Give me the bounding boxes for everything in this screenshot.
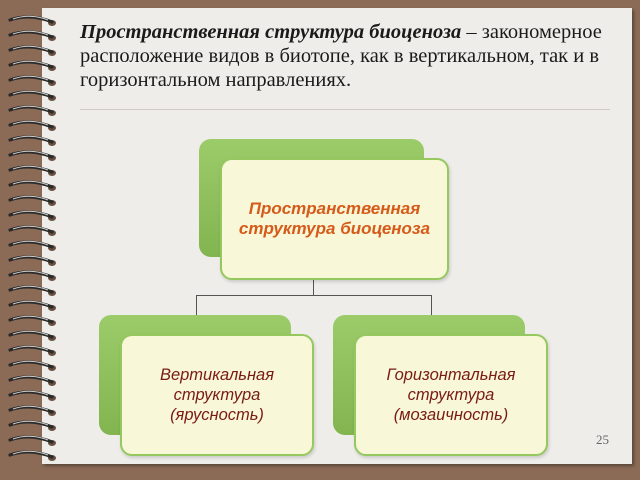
spiral-ring-highlight xyxy=(12,90,49,96)
spiral-ring-highlight xyxy=(12,360,49,366)
title-emphasis: Пространственная структура биоценоза xyxy=(80,21,462,43)
spiral-ring-highlight xyxy=(12,45,49,51)
spiral-ring-highlight xyxy=(12,105,49,111)
connector-root-down xyxy=(313,280,314,296)
notebook-spiral xyxy=(8,15,56,461)
connector-left-down xyxy=(196,295,197,315)
spiral-ring-highlight xyxy=(12,225,49,231)
spiral-ring-highlight xyxy=(12,75,49,81)
spiral-ring-highlight xyxy=(12,15,49,21)
spiral-ring-highlight xyxy=(12,150,49,156)
spiral-ring-highlight xyxy=(12,120,49,126)
root-node-label: Пространственная структура биоценоза xyxy=(238,199,431,238)
spiral-ring-highlight xyxy=(12,405,49,411)
slide-title: Пространственная структура биоценоза – з… xyxy=(80,20,620,92)
title-divider xyxy=(80,109,610,110)
connector-right-down xyxy=(431,295,432,315)
spiral-ring-highlight xyxy=(12,315,49,321)
spiral-ring-highlight xyxy=(12,30,49,36)
title-rest: – закономерное расположение видов в биот… xyxy=(80,21,602,91)
spiral-ring-highlight xyxy=(12,330,49,336)
page-number: 25 xyxy=(596,432,609,447)
spiral-ring-highlight xyxy=(12,165,49,171)
spiral-ring-highlight xyxy=(12,375,49,381)
child-node-horizontal: Горизонтальная структура (мозаичность) xyxy=(354,334,548,456)
spiral-ring-highlight xyxy=(12,390,49,396)
spiral-ring-highlight xyxy=(12,450,49,456)
child-node-vertical: Вертикальная структура (ярусность) xyxy=(120,334,314,456)
root-node: Пространственная структура биоценоза xyxy=(220,158,449,280)
spiral-ring-highlight xyxy=(12,240,49,246)
spiral-ring-highlight xyxy=(12,255,49,261)
spiral-ring-highlight xyxy=(12,345,49,351)
spiral-ring-highlight xyxy=(12,300,49,306)
spiral-ring-highlight xyxy=(12,285,49,291)
spiral-ring-highlight xyxy=(12,270,49,276)
spiral-ring-highlight xyxy=(12,435,49,441)
child-node-vertical-label: Вертикальная структура (ярусность) xyxy=(159,366,275,424)
connector-horizontal xyxy=(196,295,432,296)
child-node-horizontal-label: Горизонтальная структура (мозаичность) xyxy=(386,366,516,424)
spiral-ring-highlight xyxy=(12,420,49,426)
spiral-ring-highlight xyxy=(12,210,49,216)
spiral-ring-highlight xyxy=(12,195,49,201)
spiral-ring-highlight xyxy=(12,180,49,186)
spiral-ring-highlight xyxy=(12,60,49,66)
spiral-ring-highlight xyxy=(12,135,49,141)
